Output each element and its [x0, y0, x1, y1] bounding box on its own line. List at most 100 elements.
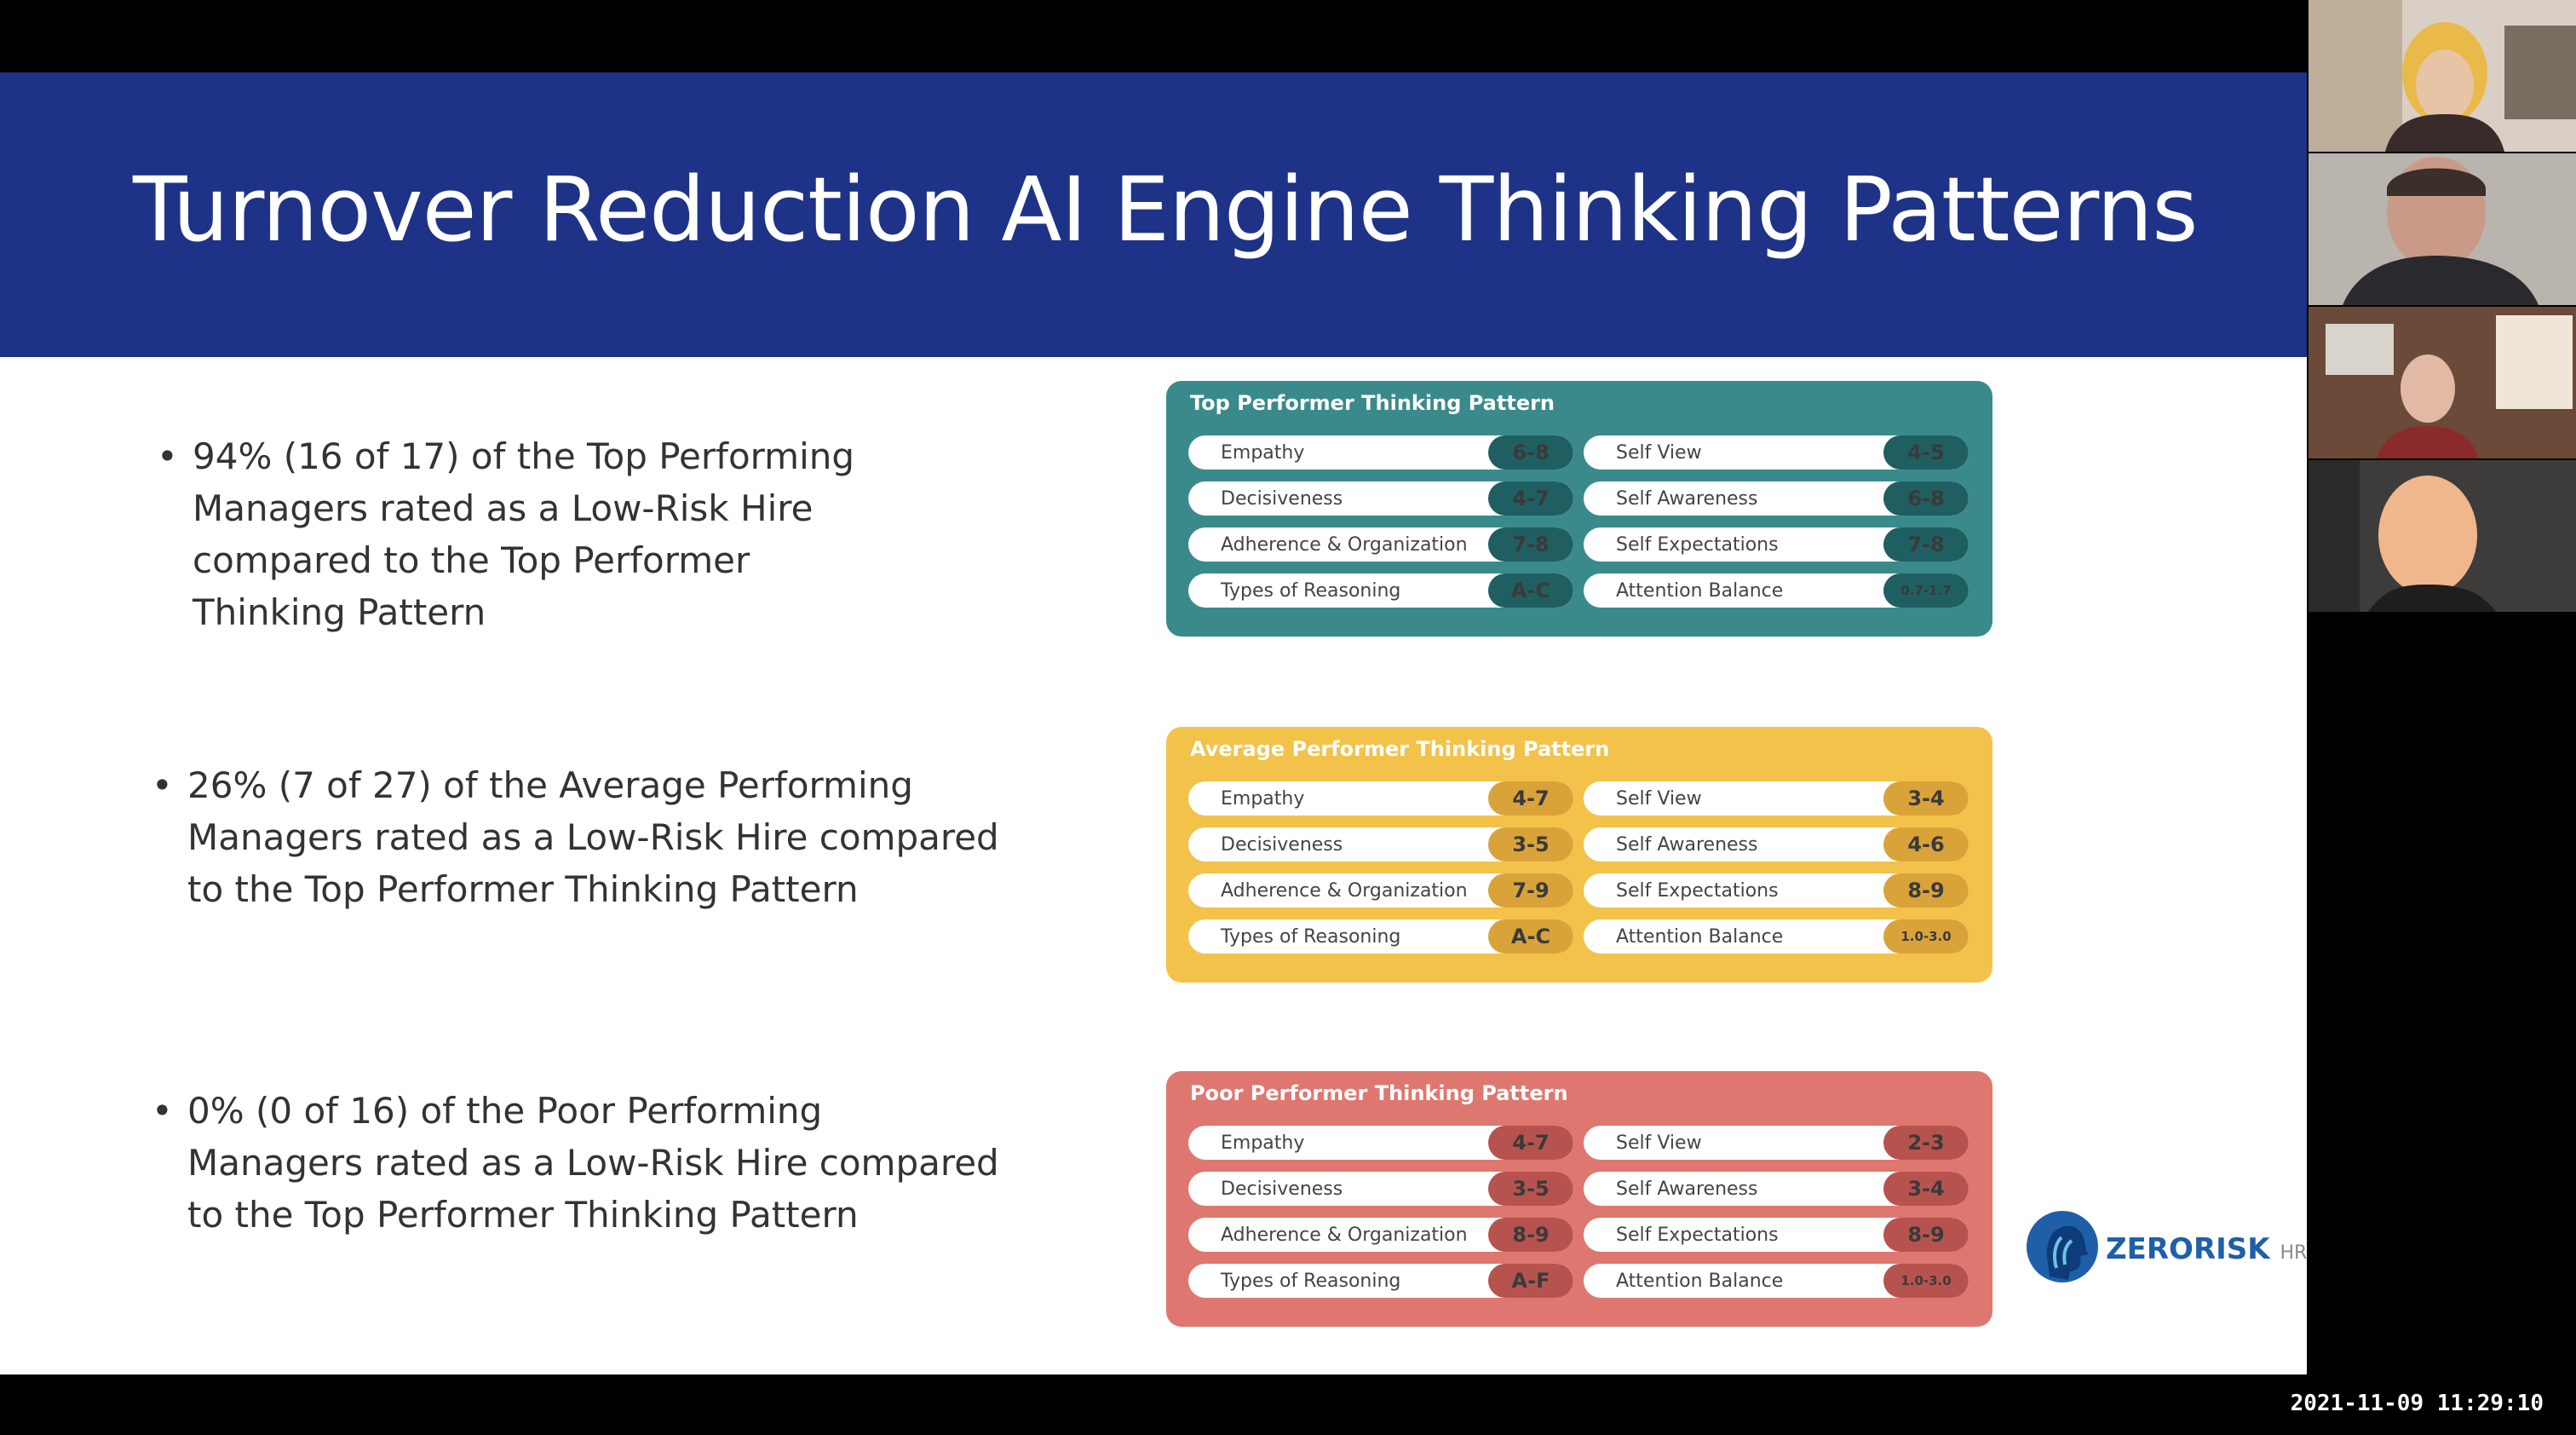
metric-self-expectations: Self Expectations 8-9: [1584, 873, 1969, 908]
metric-label: Self View: [1616, 442, 1702, 464]
card-title: Poor Performer Thinking Pattern: [1190, 1081, 1568, 1105]
metric-label: Decisiveness: [1221, 834, 1343, 856]
metric-self-expectations: Self Expectations 7-8: [1584, 527, 1969, 562]
metric-label: Types of Reasoning: [1221, 580, 1401, 602]
metric-value: 4-7: [1488, 481, 1573, 516]
metric-attention-balance: Attention Balance 0.7-1.7: [1584, 573, 1969, 608]
metric-self-awareness: Self Awareness 3-4: [1584, 1172, 1969, 1206]
metric-value: 8-9: [1883, 1218, 1969, 1252]
bullet-poor-performers: • 0% (0 of 16) of the Poor Performing Ma…: [152, 1085, 1005, 1241]
metric-label: Self Awareness: [1616, 488, 1758, 510]
metric-label: Self View: [1616, 788, 1702, 810]
metric-value: 4-7: [1488, 781, 1573, 815]
metric-label: Empathy: [1221, 1132, 1305, 1154]
card-title: Average Performer Thinking Pattern: [1190, 737, 1610, 761]
card-title: Top Performer Thinking Pattern: [1190, 391, 1555, 415]
metric-self-view: Self View 2-3: [1584, 1126, 1969, 1160]
participant-avatar-icon: [2309, 153, 2576, 305]
metric-reasoning: Types of Reasoning A-C: [1188, 919, 1573, 954]
metric-value: 6-8: [1883, 481, 1969, 516]
participant-video-4[interactable]: [2309, 460, 2576, 612]
metric-label: Self Awareness: [1616, 1179, 1758, 1200]
top-performer-card: Top Performer Thinking Pattern Empathy 6…: [1166, 381, 1992, 637]
bullet-dot: •: [157, 435, 178, 477]
metric-value: 6-8: [1488, 435, 1573, 470]
metric-value: 7-8: [1488, 527, 1573, 562]
metric-decisiveness: Decisiveness 3-5: [1188, 1172, 1573, 1206]
metric-empathy: Empathy 4-7: [1188, 1126, 1573, 1160]
metric-self-awareness: Self Awareness 6-8: [1584, 481, 1969, 516]
logo-wordmark: ZERORISK HR: [2106, 1232, 2307, 1266]
metric-label: Self Expectations: [1616, 534, 1779, 556]
participant-avatar-icon: [2309, 0, 2576, 152]
average-performer-card: Average Performer Thinking Pattern Empat…: [1166, 727, 1992, 983]
bullet-text: 0% (0 of 16) of the Poor Performing Mana…: [187, 1090, 999, 1236]
metric-label: Self Expectations: [1616, 880, 1779, 902]
metric-label: Attention Balance: [1616, 1271, 1784, 1292]
metric-self-awareness: Self Awareness 4-6: [1584, 827, 1969, 862]
metric-value: 8-9: [1883, 873, 1969, 908]
metric-empathy: Empathy 6-8: [1188, 435, 1573, 470]
metric-reasoning: Types of Reasoning A-C: [1188, 573, 1573, 608]
metric-value: 1.0-3.0: [1883, 1264, 1969, 1298]
metric-attention-balance: Attention Balance 1.0-3.0: [1584, 919, 1969, 954]
metric-label: Attention Balance: [1616, 580, 1784, 602]
metric-label: Empathy: [1221, 442, 1305, 464]
metric-label: Self Awareness: [1616, 834, 1758, 856]
metric-value: 8-9: [1488, 1218, 1573, 1252]
head-profile-icon: [2027, 1211, 2098, 1282]
metric-empathy: Empathy 4-7: [1188, 781, 1573, 815]
metric-value: 4-7: [1488, 1126, 1573, 1160]
logo-brand: ZERORISK: [2106, 1232, 2270, 1266]
bullet-text: 94% (16 of 17) of the Top Performing Man…: [193, 435, 855, 633]
zerorisk-hr-logo: ZERORISK HR: [2024, 1208, 2307, 1290]
metric-adherence: Adherence & Organization 7-8: [1188, 527, 1573, 562]
metric-value: 3-5: [1488, 1172, 1573, 1206]
bullet-dot: •: [152, 764, 173, 806]
metric-value: A-F: [1488, 1264, 1573, 1298]
metric-self-view: Self View 4-5: [1584, 435, 1969, 470]
metric-value: 4-6: [1883, 827, 1969, 862]
metric-attention-balance: Attention Balance 1.0-3.0: [1584, 1264, 1969, 1298]
title-banner: Turnover Reduction AI Engine Thinking Pa…: [0, 72, 2307, 357]
recording-timestamp: 2021-11-09 11:29:10: [2290, 1391, 2544, 1416]
bullet-text: 26% (7 of 27) of the Average Performing …: [187, 764, 999, 910]
metric-label: Self View: [1616, 1132, 1702, 1154]
metric-value: 4-5: [1883, 435, 1969, 470]
metric-value: 3-4: [1883, 781, 1969, 815]
slide-title: Turnover Reduction AI Engine Thinking Pa…: [133, 158, 2198, 262]
metric-label: Decisiveness: [1221, 1179, 1343, 1200]
metric-reasoning: Types of Reasoning A-F: [1188, 1264, 1573, 1298]
participant-video-3[interactable]: [2309, 307, 2576, 458]
metric-label: Adherence & Organization: [1221, 880, 1468, 902]
metric-value: 2-3: [1883, 1126, 1969, 1160]
metric-label: Empathy: [1221, 788, 1305, 810]
metric-value: A-C: [1488, 919, 1573, 954]
metric-label: Types of Reasoning: [1221, 926, 1401, 948]
metric-decisiveness: Decisiveness 4-7: [1188, 481, 1573, 516]
metric-value: 0.7-1.7: [1883, 573, 1969, 608]
bullet-top-performers: • 94% (16 of 17) of the Top Performing M…: [157, 430, 891, 638]
bullet-dot: •: [152, 1090, 173, 1132]
participant-avatar-icon: [2309, 307, 2576, 458]
metric-adherence: Adherence & Organization 8-9: [1188, 1218, 1573, 1252]
participant-video-2[interactable]: [2309, 153, 2576, 305]
metric-label: Attention Balance: [1616, 926, 1784, 948]
metric-value: 1.0-3.0: [1883, 919, 1969, 954]
bullet-average-performers: • 26% (7 of 27) of the Average Performin…: [152, 759, 1005, 915]
metric-self-view: Self View 3-4: [1584, 781, 1969, 815]
metric-value: 3-4: [1883, 1172, 1969, 1206]
participant-video-1[interactable]: [2309, 0, 2576, 152]
metric-label: Decisiveness: [1221, 488, 1343, 510]
metric-value: 7-9: [1488, 873, 1573, 908]
presentation-slide: Turnover Reduction AI Engine Thinking Pa…: [0, 72, 2307, 1374]
poor-performer-card: Poor Performer Thinking Pattern Empathy …: [1166, 1071, 1992, 1327]
metric-value: A-C: [1488, 573, 1573, 608]
metric-self-expectations: Self Expectations 8-9: [1584, 1218, 1969, 1252]
metric-label: Types of Reasoning: [1221, 1271, 1401, 1292]
metric-value: 7-8: [1883, 527, 1969, 562]
metric-value: 3-5: [1488, 827, 1573, 862]
metric-label: Self Expectations: [1616, 1225, 1779, 1246]
metric-decisiveness: Decisiveness 3-5: [1188, 827, 1573, 862]
participant-avatar-icon: [2309, 460, 2576, 612]
